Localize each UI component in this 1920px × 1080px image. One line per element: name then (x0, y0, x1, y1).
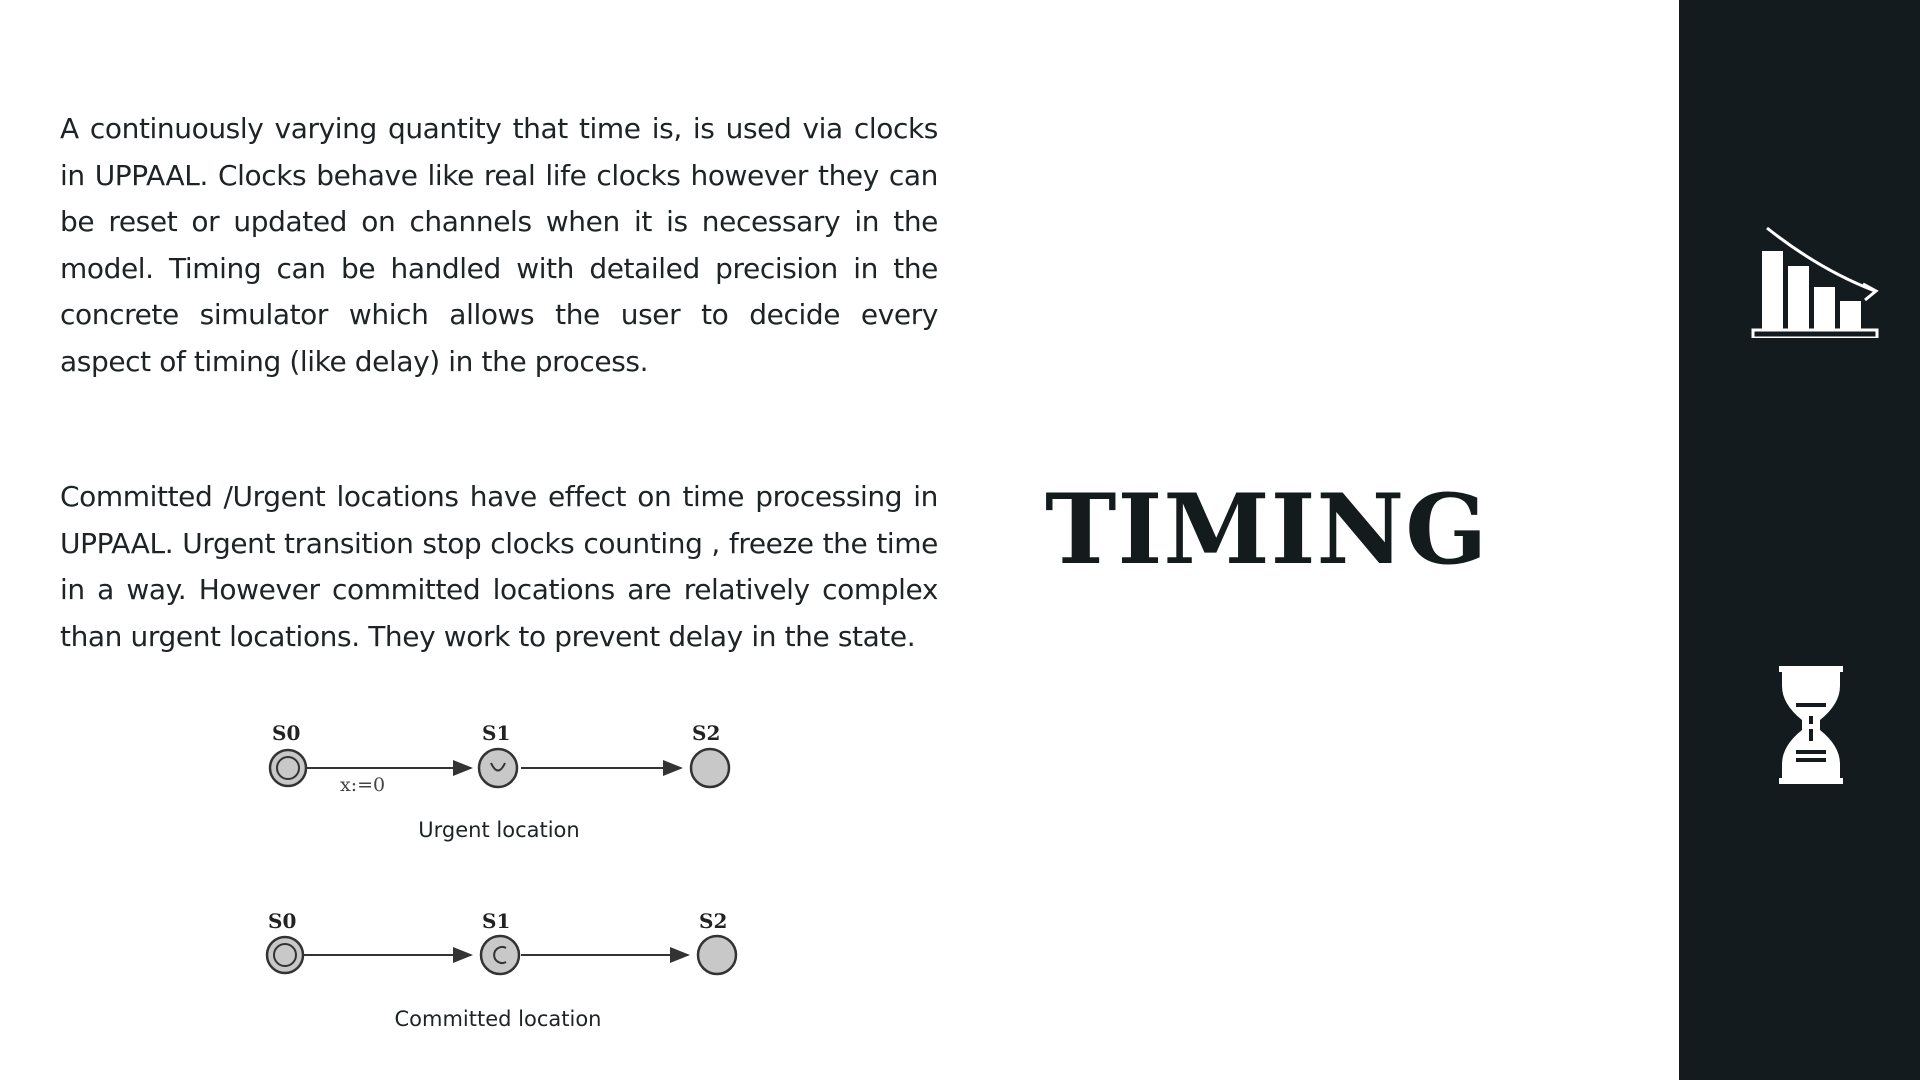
slide-title: TIMING (1045, 473, 1489, 586)
paragraph-locations: Committed /Urgent locations have effect … (60, 480, 938, 653)
edge-label-reset: x:=0 (340, 774, 385, 796)
caption-committed: Committed location (394, 1007, 602, 1031)
node-s1 (477, 747, 519, 789)
sidebar-panel (1679, 0, 1920, 1080)
paragraph-clocks: A continuously varying quantity that tim… (60, 112, 938, 378)
node-s1 (479, 934, 521, 976)
node-label-s1: S1 (482, 909, 510, 933)
node-s2 (689, 747, 731, 789)
node-label-s2: S2 (692, 721, 720, 745)
hourglass-icon (1779, 666, 1843, 784)
caption-urgent: Urgent location (418, 818, 580, 842)
initial-marker (273, 943, 297, 967)
committed-location-diagram: S0 S1 S2 (265, 909, 738, 976)
urgent-mark-icon (490, 762, 506, 772)
node-label-s0: S0 (268, 909, 296, 933)
bar-chart-decline-icon (1751, 226, 1879, 338)
urgent-location-diagram: S0 S1 S2 x:=0 (268, 721, 731, 796)
node-s2 (696, 934, 738, 976)
node-label-s1: S1 (482, 721, 510, 745)
committed-mark-icon (493, 946, 507, 964)
node-label-s0: S0 (272, 721, 300, 745)
initial-marker (276, 756, 300, 780)
node-label-s2: S2 (699, 909, 727, 933)
